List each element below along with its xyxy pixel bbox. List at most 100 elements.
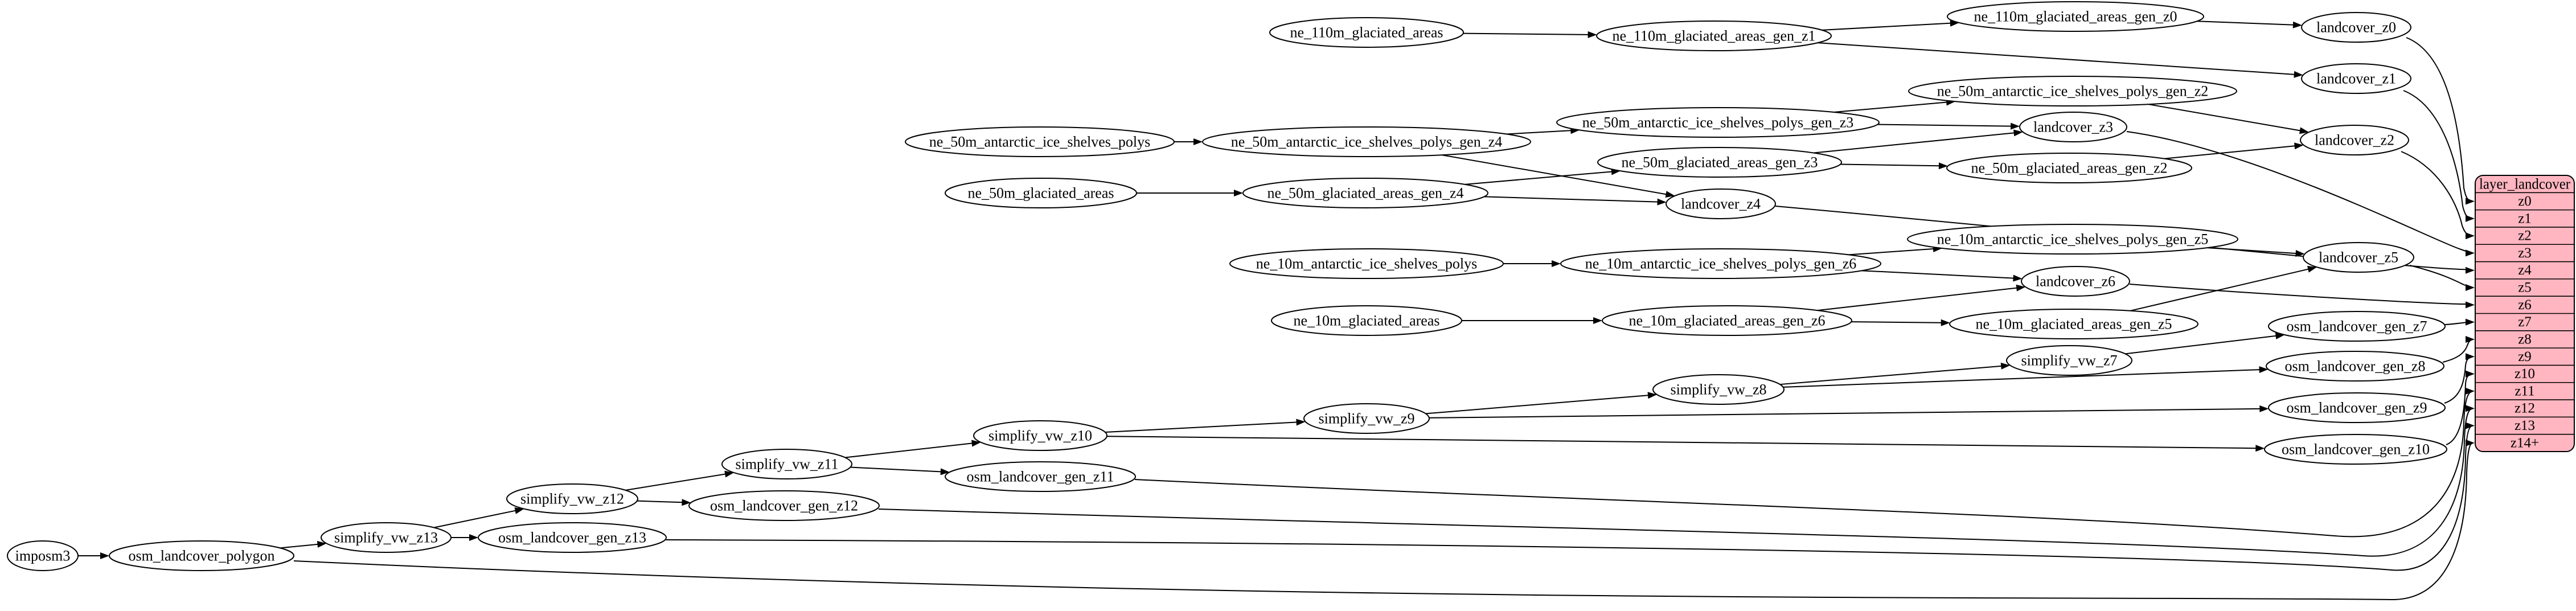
arrowhead-icon xyxy=(1296,419,1306,426)
node-landcover_z3: landcover_z3 xyxy=(2019,112,2127,142)
edge-imposm3--osm_landcover_polygon xyxy=(78,552,109,559)
node-label-ne_50m_glaciated_areas_gen_z4: ne_50m_glaciated_areas_gen_z4 xyxy=(1267,185,1463,202)
node-label-simplify_vw_z7: simplify_vw_z7 xyxy=(2021,352,2118,369)
node-ne_50m_glaciated_areas_gen_z4: ne_50m_glaciated_areas_gen_z4 xyxy=(1242,178,1488,208)
edge-osm_landcover_gen_z9--table-z9 xyxy=(2444,353,2475,404)
node-landcover_z2: landcover_z2 xyxy=(2300,125,2409,155)
arrowhead-icon xyxy=(2307,265,2317,273)
edge-osm_landcover_gen_z7--table-z7 xyxy=(2444,318,2475,326)
node-ne_10m_glaciated_areas: ne_10m_glaciated_areas xyxy=(1271,305,1462,336)
arrowhead-icon xyxy=(2294,71,2303,78)
edge-ne_110m_glaciated_areas_gen_z1--landcover_z1 xyxy=(1818,42,2303,78)
node-label-simplify_vw_z12: simplify_vw_z12 xyxy=(520,491,624,507)
node-label-osm_landcover_gen_z9: osm_landcover_gen_z9 xyxy=(2287,400,2427,416)
arrowhead-icon xyxy=(682,499,691,506)
arrowhead-icon xyxy=(2466,370,2475,378)
arrowhead-icon xyxy=(2466,387,2475,395)
table-row-z0: z0 xyxy=(2518,194,2532,209)
node-ne_50m_glaciated_areas: ne_50m_glaciated_areas xyxy=(945,178,1137,208)
node-label-ne_50m_antarctic_ice_shelves_polys_gen_z2: ne_50m_antarctic_ice_shelves_polys_gen_z… xyxy=(1937,83,2209,100)
node-landcover_z4: landcover_z4 xyxy=(1666,188,1776,219)
arrowhead-icon xyxy=(2259,405,2269,412)
node-label-ne_10m_antarctic_ice_shelves_polys: ne_10m_antarctic_ice_shelves_polys xyxy=(1256,256,1477,272)
arrowhead-icon xyxy=(2292,21,2302,28)
edge-simplify_vw_z12--osm_landcover_gen_z12 xyxy=(637,499,691,506)
table-row-z3: z3 xyxy=(2518,245,2532,261)
arrowhead-icon xyxy=(1593,317,1602,324)
arrowhead-icon xyxy=(2466,266,2475,274)
table-row-z11: z11 xyxy=(2515,383,2534,399)
edge-simplify_vw_z8--osm_landcover_gen_z8 xyxy=(1783,366,2269,388)
node-landcover_z1: landcover_z1 xyxy=(2301,63,2411,94)
arrowhead-icon xyxy=(1938,162,1948,170)
node-imposm3: imposm3 xyxy=(7,540,79,571)
edge-ne_50m_antarctic_ice_shelves_polys--ne_50m_antarctic_ice_shelves_polys_gen_z4 xyxy=(1174,138,1203,145)
node-label-osm_landcover_gen_z8: osm_landcover_gen_z8 xyxy=(2285,358,2426,375)
node-label-simplify_vw_z9: simplify_vw_z9 xyxy=(1319,411,1415,427)
node-simplify_vw_z9: simplify_vw_z9 xyxy=(1303,403,1430,434)
node-label-ne_10m_antarctic_ice_shelves_polys_gen_z5: ne_10m_antarctic_ice_shelves_polys_gen_z… xyxy=(1937,231,2209,248)
arrowhead-icon xyxy=(2466,249,2475,257)
node-ne_110m_glaciated_areas_gen_z0: ne_110m_glaciated_areas_gen_z0 xyxy=(1947,1,2204,32)
node-label-landcover_z4: landcover_z4 xyxy=(1681,196,1761,212)
node-label-osm_landcover_gen_z12: osm_landcover_gen_z12 xyxy=(710,498,858,514)
edge-osm_landcover_gen_z13--table-z13 xyxy=(665,422,2475,571)
table-row-z10: z10 xyxy=(2515,366,2535,382)
edge-landcover_z6--table-z6 xyxy=(2129,284,2475,309)
arrowhead-icon xyxy=(1941,319,1950,326)
table-row-z9: z9 xyxy=(2518,349,2532,364)
node-label-landcover_z0: landcover_z0 xyxy=(2316,19,2396,36)
edge-simplify_vw_z11--simplify_vw_z10 xyxy=(845,440,981,458)
edge-ne_50m_glaciated_areas_gen_z3--ne_50m_glaciated_areas_gen_z2 xyxy=(1840,162,1948,170)
edge-simplify_vw_z10--simplify_vw_z9 xyxy=(1105,419,1306,433)
arrowhead-icon xyxy=(2299,127,2309,134)
arrowhead-icon xyxy=(2466,215,2475,222)
edge-ne_10m_glaciated_areas_gen_z6--ne_10m_glaciated_areas_gen_z5 xyxy=(1851,319,1950,326)
node-label-ne_50m_antarctic_ice_shelves_polys_gen_z4: ne_50m_antarctic_ice_shelves_polys_gen_z… xyxy=(1231,134,1503,150)
node-label-ne_50m_antarctic_ice_shelves_polys: ne_50m_antarctic_ice_shelves_polys xyxy=(929,134,1150,150)
edge-simplify_vw_z9--osm_landcover_gen_z9 xyxy=(1429,405,2269,419)
arrowhead-icon xyxy=(2000,362,2011,370)
node-simplify_vw_z13: simplify_vw_z13 xyxy=(321,522,452,553)
edge-simplify_vw_z10--osm_landcover_gen_z10 xyxy=(1106,436,2265,452)
node-ne_110m_glaciated_areas_gen_z1: ne_110m_glaciated_areas_gen_z1 xyxy=(1596,20,1832,51)
arrowhead-icon xyxy=(2466,335,2475,343)
node-ne_10m_glaciated_areas_gen_z6: ne_10m_glaciated_areas_gen_z6 xyxy=(1602,305,1852,336)
table-row-z1: z1 xyxy=(2518,211,2532,226)
node-simplify_vw_z8: simplify_vw_z8 xyxy=(1652,374,1785,405)
node-label-ne_10m_glaciated_areas_gen_z6: ne_10m_glaciated_areas_gen_z6 xyxy=(1629,313,1825,329)
arrowhead-icon xyxy=(1552,260,1561,267)
node-label-simplify_vw_z11: simplify_vw_z11 xyxy=(735,456,838,473)
edge-osm_landcover_polygon--simplify_vw_z13 xyxy=(280,540,327,549)
arrowhead-icon xyxy=(2275,332,2285,339)
edge-ne_50m_glaciated_areas--ne_50m_glaciated_areas_gen_z4 xyxy=(1137,190,1243,196)
node-osm_landcover_gen_z10: osm_landcover_gen_z10 xyxy=(2264,434,2447,465)
arrowhead-icon xyxy=(2295,249,2305,257)
node-ne_10m_antarctic_ice_shelves_polys_gen_z5: ne_10m_antarctic_ice_shelves_polys_gen_z… xyxy=(1907,224,2238,255)
node-ne_50m_antarctic_ice_shelves_polys: ne_50m_antarctic_ice_shelves_polys xyxy=(905,126,1175,157)
arrowhead-icon xyxy=(971,440,981,447)
node-landcover_z6: landcover_z6 xyxy=(2021,266,2130,297)
node-ne_50m_antarctic_ice_shelves_polys_gen_z2: ne_50m_antarctic_ice_shelves_polys_gen_z… xyxy=(1908,76,2237,106)
arrowhead-icon xyxy=(2016,284,2026,292)
node-label-simplify_vw_z10: simplify_vw_z10 xyxy=(988,428,1092,444)
node-label-ne_10m_glaciated_areas_gen_z5: ne_10m_glaciated_areas_gen_z5 xyxy=(1975,316,2172,333)
table-row-z12: z12 xyxy=(2515,401,2535,416)
node-label-osm_landcover_gen_z13: osm_landcover_gen_z13 xyxy=(498,530,646,546)
arrowhead-icon xyxy=(317,540,327,548)
node-osm_landcover_gen_z12: osm_landcover_gen_z12 xyxy=(688,490,880,521)
edge-simplify_vw_z11--osm_landcover_gen_z11 xyxy=(850,466,950,475)
node-label-ne_10m_antarctic_ice_shelves_polys_gen_z6: ne_10m_antarctic_ice_shelves_polys_gen_z… xyxy=(1585,256,1857,272)
edge-osm_landcover_gen_z8--table-z8 xyxy=(2442,335,2475,363)
node-label-osm_landcover_gen_z11: osm_landcover_gen_z11 xyxy=(967,469,1114,485)
node-simplify_vw_z7: simplify_vw_z7 xyxy=(2006,345,2132,376)
table-row-z6: z6 xyxy=(2518,297,2532,313)
edge-ne_10m_glaciated_areas_gen_z6--landcover_z6 xyxy=(1817,284,2026,311)
arrowhead-icon xyxy=(2466,301,2475,309)
edge-osm_landcover_polygon--table-z14+ xyxy=(293,439,2475,601)
edge-ne_50m_antarctic_ice_shelves_polys_gen_z3--landcover_z3 xyxy=(1877,122,2020,130)
edge-ne_50m_antarctic_ice_shelves_polys_gen_z4--landcover_z4 xyxy=(1441,154,1675,198)
edge-ne_10m_antarctic_ice_shelves_polys--ne_10m_antarctic_ice_shelves_polys_gen_z6 xyxy=(1503,260,1561,267)
